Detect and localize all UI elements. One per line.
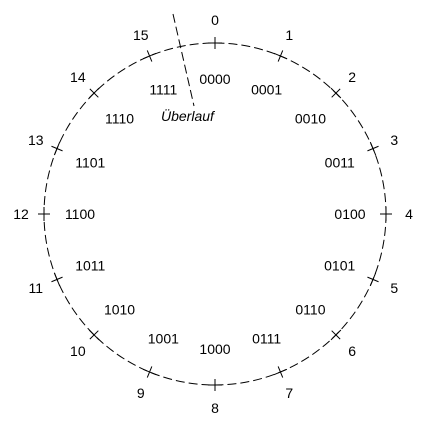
decimal-label-10: 10 <box>70 343 86 359</box>
decimal-label-1: 1 <box>285 27 293 43</box>
tick-cross-5 <box>369 272 377 287</box>
overflow-divider-line <box>172 13 195 107</box>
binary-label-1000: 1000 <box>199 341 230 357</box>
binary-label-1011: 1011 <box>75 258 105 274</box>
decimal-label-3: 3 <box>390 132 398 148</box>
binary-label-0001: 0001 <box>251 81 282 97</box>
tick-cross-15 <box>142 52 157 60</box>
tick-cross-2 <box>330 87 342 99</box>
binary-label-1111: 1111 <box>149 81 177 97</box>
binary-label-0110: 0110 <box>295 301 325 317</box>
binary-label-0011: 0011 <box>325 154 355 170</box>
binary-label-0010: 0010 <box>295 111 326 127</box>
tick-cross-3 <box>369 141 377 156</box>
decimal-label-11: 11 <box>28 280 43 296</box>
tick-cross-1 <box>273 52 288 60</box>
tick-cross-13 <box>53 141 61 156</box>
tick-cross-6 <box>330 329 342 341</box>
decimal-label-15: 15 <box>133 27 149 43</box>
decimal-label-14: 14 <box>70 69 86 85</box>
binary-label-0100: 0100 <box>334 206 365 222</box>
binary-label-0000: 0000 <box>199 71 230 87</box>
binary-label-0101: 0101 <box>324 258 355 274</box>
decimal-label-4: 4 <box>405 206 413 222</box>
position-marks: 0000010001200103001140100501016011070111… <box>13 12 413 416</box>
decimal-label-6: 6 <box>348 343 356 359</box>
tick-cross-7 <box>273 368 288 376</box>
tick-cross-11 <box>53 272 61 287</box>
decimal-label-7: 7 <box>285 385 293 401</box>
tick-cross-9 <box>142 368 157 376</box>
binary-label-0111: 0111 <box>252 331 281 347</box>
decimal-label-13: 13 <box>28 132 44 148</box>
decimal-label-0: 0 <box>211 12 219 28</box>
binary-label-1010: 1010 <box>104 301 135 317</box>
tick-cross-10 <box>88 329 100 341</box>
overflow-label: Überlauf <box>161 107 216 124</box>
binary-label-1101: 1101 <box>75 154 105 170</box>
decimal-label-8: 8 <box>211 400 219 416</box>
decimal-label-5: 5 <box>390 280 398 296</box>
decimal-label-9: 9 <box>137 385 145 401</box>
decimal-label-2: 2 <box>348 69 356 85</box>
binary-label-1001: 1001 <box>148 331 179 347</box>
binary-label-1110: 1110 <box>105 111 134 127</box>
binary-label-1100: 1100 <box>65 206 95 222</box>
tick-cross-14 <box>88 87 100 99</box>
decimal-label-12: 12 <box>13 206 29 222</box>
